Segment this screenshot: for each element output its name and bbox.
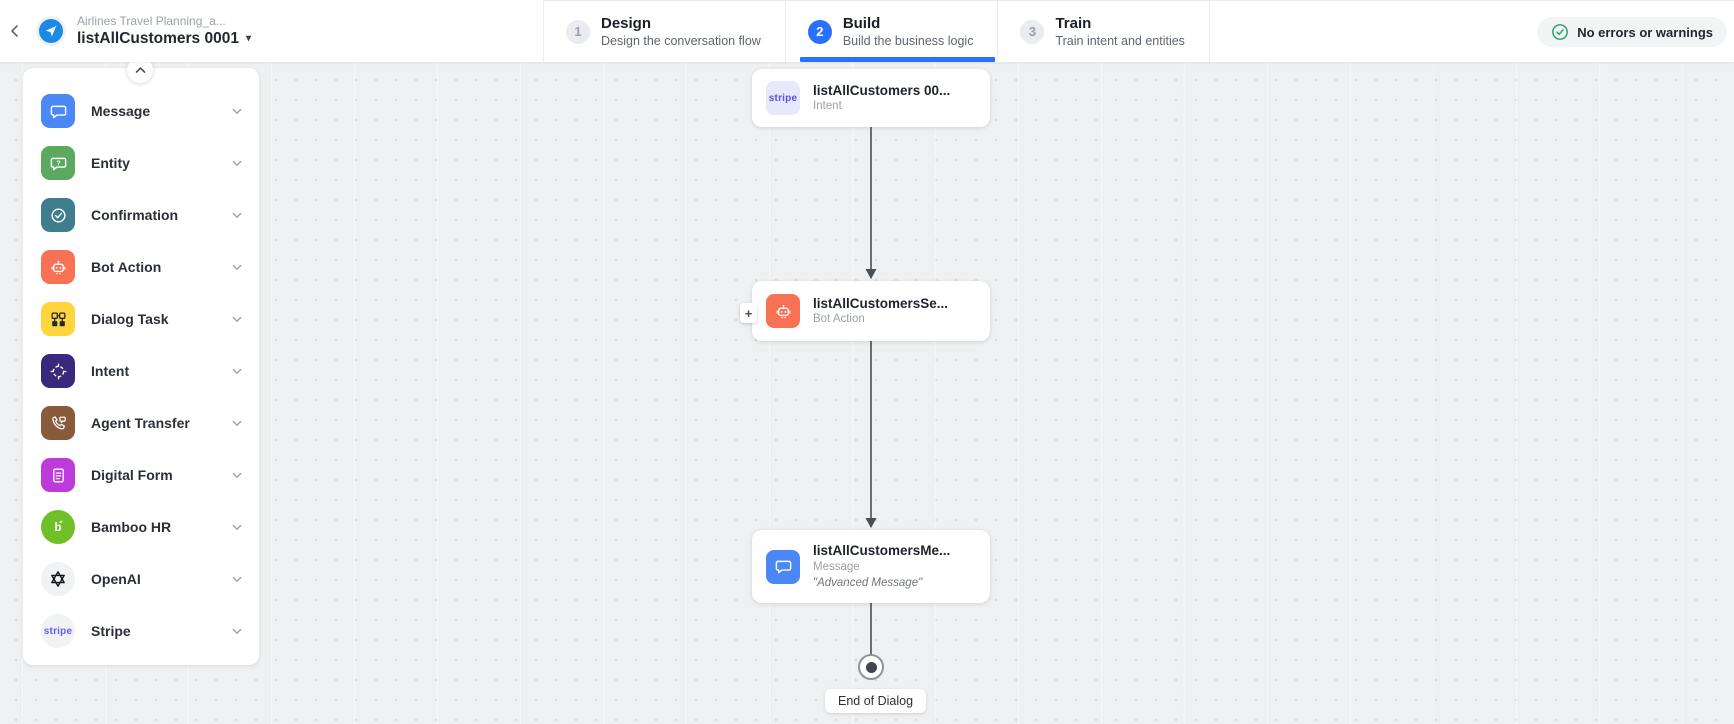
dialog-name: listAllCustomers 0001 xyxy=(77,29,239,47)
palette-item-bamboo-hr[interactable]: b Bamboo HR xyxy=(23,501,259,553)
chevron-down-icon[interactable] xyxy=(231,313,243,325)
chevron-down-icon[interactable] xyxy=(231,261,243,273)
node-message-preview: "Advanced Message" xyxy=(813,577,923,590)
palette-item-label: Message xyxy=(91,103,151,119)
palette-item-dialog-task[interactable]: Dialog Task xyxy=(23,293,259,345)
node-title: listAllCustomers 00... xyxy=(813,82,951,98)
chevron-down-icon[interactable] xyxy=(231,209,243,221)
add-node-button[interactable]: + xyxy=(740,303,757,323)
back-button[interactable] xyxy=(0,0,30,62)
stripe-icon: stripe xyxy=(766,81,800,115)
chevron-down-icon[interactable] xyxy=(231,573,243,585)
app-avatar xyxy=(39,19,63,43)
palette-item-stripe[interactable]: stripe Stripe xyxy=(23,605,259,657)
step-number: 2 xyxy=(807,19,832,44)
palette-item-label: Intent xyxy=(91,363,130,379)
step-tabs: 1 Design Design the conversation flow 2 … xyxy=(543,0,1210,62)
end-of-dialog-node[interactable] xyxy=(858,654,884,680)
palette-item-message[interactable]: Message xyxy=(23,85,259,137)
top-header: Airlines Travel Planning_a... listAllCus… xyxy=(0,0,1734,62)
step-number: 1 xyxy=(566,19,590,44)
chevron-down-icon[interactable] xyxy=(231,625,243,637)
tab-description: Build the business logic xyxy=(842,34,974,49)
status-text: No errors or warnings xyxy=(1577,24,1713,40)
chevron-down-icon[interactable] xyxy=(231,469,243,481)
header-left: Airlines Travel Planning_a... listAllCus… xyxy=(0,0,251,62)
palette-item-openai[interactable]: OpenAI xyxy=(23,553,259,605)
end-dot-icon xyxy=(865,661,877,673)
dialog-task-icon xyxy=(41,302,75,336)
node-message[interactable]: listAllCustomersMe... Message "Advanced … xyxy=(752,530,990,604)
palette-item-label: Bot Action xyxy=(91,259,162,275)
node-bot-action[interactable]: listAllCustomersSe... Bot Action xyxy=(752,281,990,341)
palette-item-agent-transfer[interactable]: Agent Transfer xyxy=(23,397,259,449)
node-title: listAllCustomersMe... xyxy=(813,543,951,558)
check-circle-icon xyxy=(1552,24,1569,40)
confirmation-icon xyxy=(41,198,75,232)
node-palette: Message ? Entity Confirmation Bot Action xyxy=(23,57,259,665)
bot-icon xyxy=(766,294,800,328)
node-title: listAllCustomersSe... xyxy=(813,295,949,311)
stripe-logo: stripe xyxy=(43,625,73,637)
digital-form-icon xyxy=(41,458,75,492)
node-type: Bot Action xyxy=(813,313,865,326)
agent-transfer-icon xyxy=(41,406,75,440)
palette-item-label: OpenAI xyxy=(91,571,141,587)
message-icon xyxy=(41,94,75,128)
palette-item-digital-form[interactable]: Digital Form xyxy=(23,449,259,501)
node-type: Message xyxy=(813,560,860,573)
chevron-down-icon[interactable] xyxy=(231,521,243,533)
openai-icon xyxy=(41,562,75,596)
message-icon xyxy=(766,549,800,584)
bamboohr-icon: b xyxy=(41,510,75,544)
palette-item-entity[interactable]: ? Entity xyxy=(23,137,259,189)
bot-name: Airlines Travel Planning_a... xyxy=(77,13,226,28)
palette-item-label: Dialog Task xyxy=(91,311,169,327)
palette-item-label: Bamboo HR xyxy=(91,519,172,535)
chevron-up-icon xyxy=(135,66,145,73)
chevron-down-icon[interactable] xyxy=(231,105,243,117)
palette-item-label: Digital Form xyxy=(91,467,173,483)
tab-design[interactable]: 1 Design Design the conversation flow xyxy=(543,1,785,62)
node-type: Intent xyxy=(813,100,842,113)
tab-build[interactable]: 2 Build Build the business logic xyxy=(784,1,998,62)
dialog-title-group: Airlines Travel Planning_a... listAllCus… xyxy=(77,14,251,48)
entity-icon: ? xyxy=(41,146,75,180)
palette-item-intent[interactable]: Intent xyxy=(23,345,259,397)
palette-item-label: Entity xyxy=(91,155,130,171)
tab-description: Design the conversation flow xyxy=(601,34,761,49)
palette-item-label: Stripe xyxy=(91,623,131,639)
paper-plane-icon xyxy=(45,25,57,37)
flow-canvas[interactable] xyxy=(0,62,1734,724)
chevron-down-icon[interactable] xyxy=(231,417,243,429)
caret-down-icon: ▾ xyxy=(245,33,251,45)
palette-item-label: Agent Transfer xyxy=(91,415,190,431)
tab-title: Train xyxy=(1055,14,1092,32)
palette-item-label: Confirmation xyxy=(91,207,179,223)
stripe-logo: stripe xyxy=(768,92,798,104)
end-of-dialog-label: End of Dialog xyxy=(825,689,927,713)
svg-text:?: ? xyxy=(56,159,60,167)
tab-title: Design xyxy=(601,14,652,32)
step-number: 3 xyxy=(1020,19,1045,44)
intent-icon xyxy=(41,354,75,388)
svg-text:b: b xyxy=(54,521,61,534)
dialog-name-dropdown[interactable]: listAllCustomers 0001 ▾ xyxy=(77,29,251,48)
palette-item-bot-action[interactable]: Bot Action xyxy=(23,241,259,293)
tab-title: Build xyxy=(842,14,881,32)
stripe-icon: stripe xyxy=(41,614,75,648)
node-intent[interactable]: stripe listAllCustomers 00... Intent xyxy=(752,69,990,127)
chevron-left-icon xyxy=(11,25,18,37)
tab-description: Train intent and entities xyxy=(1055,34,1185,49)
tab-train[interactable]: 3 Train Train intent and entities xyxy=(997,1,1210,62)
bot-icon xyxy=(41,250,75,284)
validation-status-badge[interactable]: No errors or warnings xyxy=(1537,17,1727,47)
chevron-down-icon[interactable] xyxy=(231,365,243,377)
chevron-down-icon[interactable] xyxy=(231,157,243,169)
palette-item-confirmation[interactable]: Confirmation xyxy=(23,189,259,241)
